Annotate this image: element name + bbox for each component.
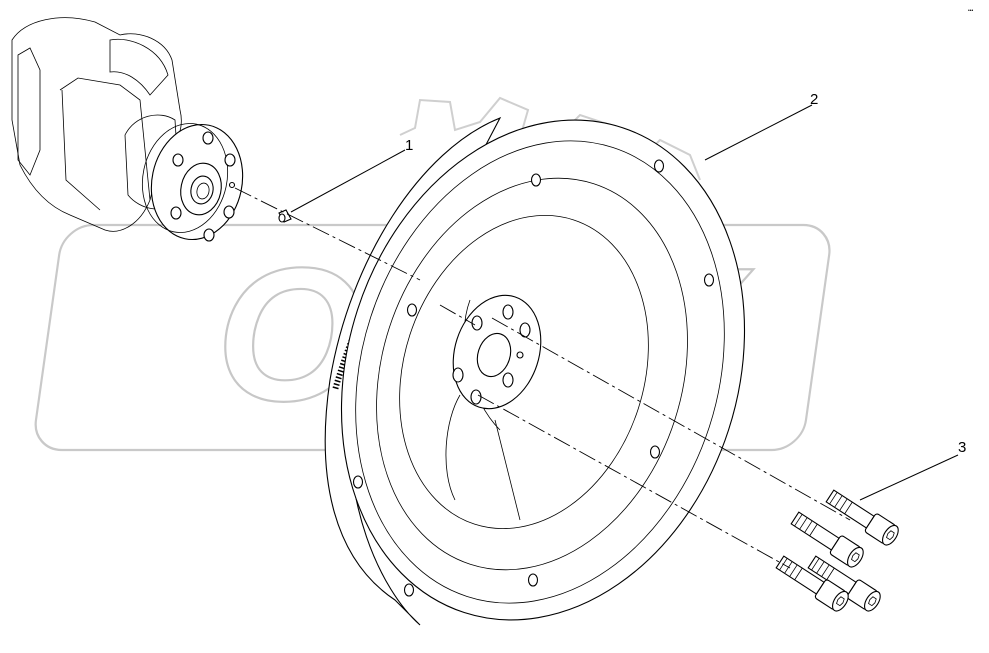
rim-bolt-hole [352,475,364,489]
rim-bolt-hole [653,159,665,173]
flange-bolt-hole [170,206,182,220]
hub-bolt-hole [502,372,514,388]
dowel-pin-end [278,213,286,223]
leader-line-1 [290,149,406,213]
crankshaft-web-1 [17,47,41,176]
flywheel-outer-rim [340,119,746,621]
bolt [825,489,899,546]
rim-bolt-hole [527,573,539,587]
centerline-hub-to-bolts [491,317,851,521]
dowel-pin [278,209,292,223]
leader-lines [290,104,959,501]
centerline-pin-to-flywheel [234,187,421,281]
hub-bolt-hole [452,367,464,383]
rim-bolt-hole [406,303,418,317]
flange-bolt-hole [202,131,214,145]
flange-bolt-hole [203,228,215,242]
hub-dowel-hole [516,351,524,359]
flywheel-friction-face-inner [399,214,649,530]
flange-bolt-hole [172,153,184,167]
flywheel-rim-inner-edge [355,140,725,604]
flywheel-bolts [775,489,899,612]
centerline-hub-to-lower-bolts [477,394,791,569]
flange-bore-inner [196,182,210,200]
bolt [807,555,881,612]
crankshaft-flange [11,17,244,242]
crankshaft-counterweight [109,38,169,96]
rim-bolt-hole [530,173,542,187]
hub-bolt-hole [502,304,514,320]
callout-label-part-3: 3 [958,439,966,456]
flange-back-rim [141,123,229,233]
leader-line-2 [704,104,813,161]
assembly-centerlines [234,187,851,569]
bolt [775,555,849,612]
rim-bolt-hole [649,445,661,459]
flange-bolt-hole [223,205,235,219]
flange-dowel-hole [228,181,236,189]
flywheel [324,116,746,626]
flange-bore [190,175,214,205]
flange-bolt-hole [224,153,236,167]
callout-label-part-2: 2 [810,91,818,108]
leader-line-3 [859,454,959,501]
callout-label-part-1: 1 [405,137,413,154]
crankshaft-web-2 [59,77,151,211]
flywheel-center-bore [476,332,512,378]
corner-mark: ••• [968,8,974,14]
rim-bolt-hole [403,583,415,597]
hub-bolt-hole [470,389,482,405]
flywheel-friction-face-outer [376,177,688,571]
centerline-rim [439,304,476,326]
bolt [790,511,864,568]
rim-bolt-hole [703,273,715,287]
hub-bolt-hole [471,315,483,331]
flywheel-ring-gear [332,203,433,391]
